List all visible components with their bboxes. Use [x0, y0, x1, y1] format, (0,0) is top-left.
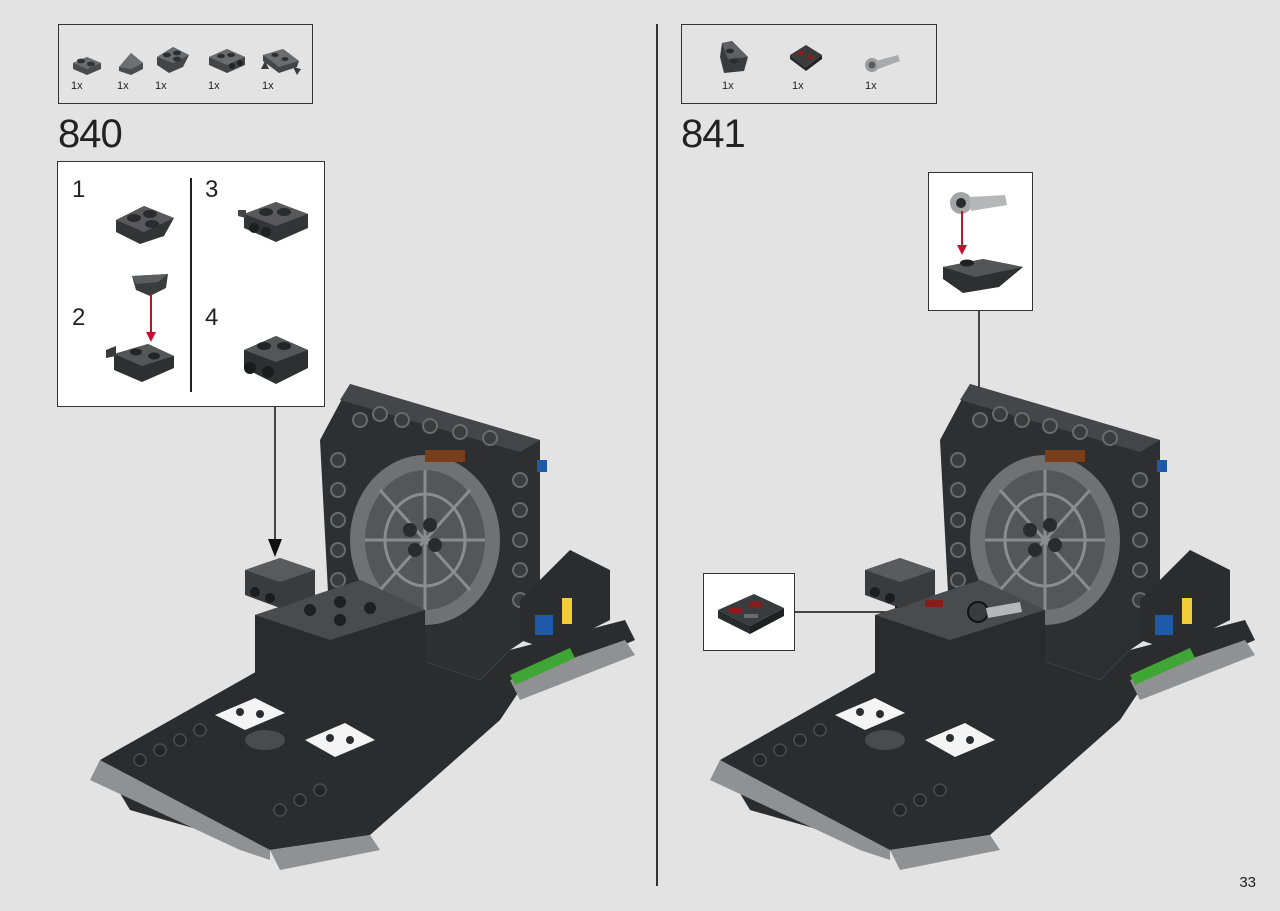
part-qty: 1x: [865, 80, 877, 92]
model-render-841: [710, 384, 1255, 870]
wedge-plate-2x2-icon: [943, 259, 1023, 293]
model-render-840: [90, 384, 635, 870]
red-arrow: [957, 211, 967, 255]
bracket-assembly-icon: [244, 336, 308, 384]
bar-holder-clip-icon: [950, 192, 1007, 214]
clip-plate-icon: [106, 344, 174, 382]
substep-number: 4: [205, 304, 219, 331]
part-qty: 1x: [262, 80, 274, 92]
bar-holder-clip-icon: [865, 55, 900, 72]
parts-list-840: 1x 1x 1x 1x 1x: [58, 24, 313, 104]
printed-tile-icon: [718, 594, 784, 634]
slope-brick-icon: [132, 274, 168, 296]
wedge-plate-icon: [116, 206, 174, 244]
callout-arrow: [268, 407, 282, 557]
part-qty: 1x: [155, 80, 167, 92]
step-number: 841: [681, 112, 746, 156]
page-divider: [656, 24, 658, 886]
printed-tile-icon: [790, 45, 822, 71]
wedge-plate-2x2-icon: [720, 41, 748, 73]
page-number: 33: [1239, 874, 1256, 891]
part-qty: 1x: [792, 80, 804, 92]
subassembly-divider: [190, 178, 192, 392]
parts-list-841: 1x 1x 1x: [681, 24, 937, 104]
subassembly-box-841: [928, 172, 1033, 311]
substep-number: 2: [72, 304, 86, 331]
wedge-plate-icon: [157, 47, 189, 73]
subassembly-box-tile: [703, 573, 795, 651]
part-qty: 1x: [722, 80, 734, 92]
part-qty: 1x: [117, 80, 129, 92]
slope-brick-icon: [119, 53, 143, 75]
substep-number: 1: [72, 176, 86, 203]
part-qty: 1x: [208, 80, 220, 92]
clip-plate-icon: [261, 49, 301, 75]
step-number: 840: [58, 112, 123, 156]
part-qty: 1x: [71, 80, 83, 92]
round-plate-2x1-icon: [73, 57, 101, 75]
bracket-plate-icon: [238, 202, 308, 242]
bracket-plate-icon: [209, 49, 245, 73]
red-arrow: [146, 294, 156, 342]
subassembly-box: 1 2 3 4: [57, 161, 325, 407]
substep-number: 3: [205, 176, 219, 203]
